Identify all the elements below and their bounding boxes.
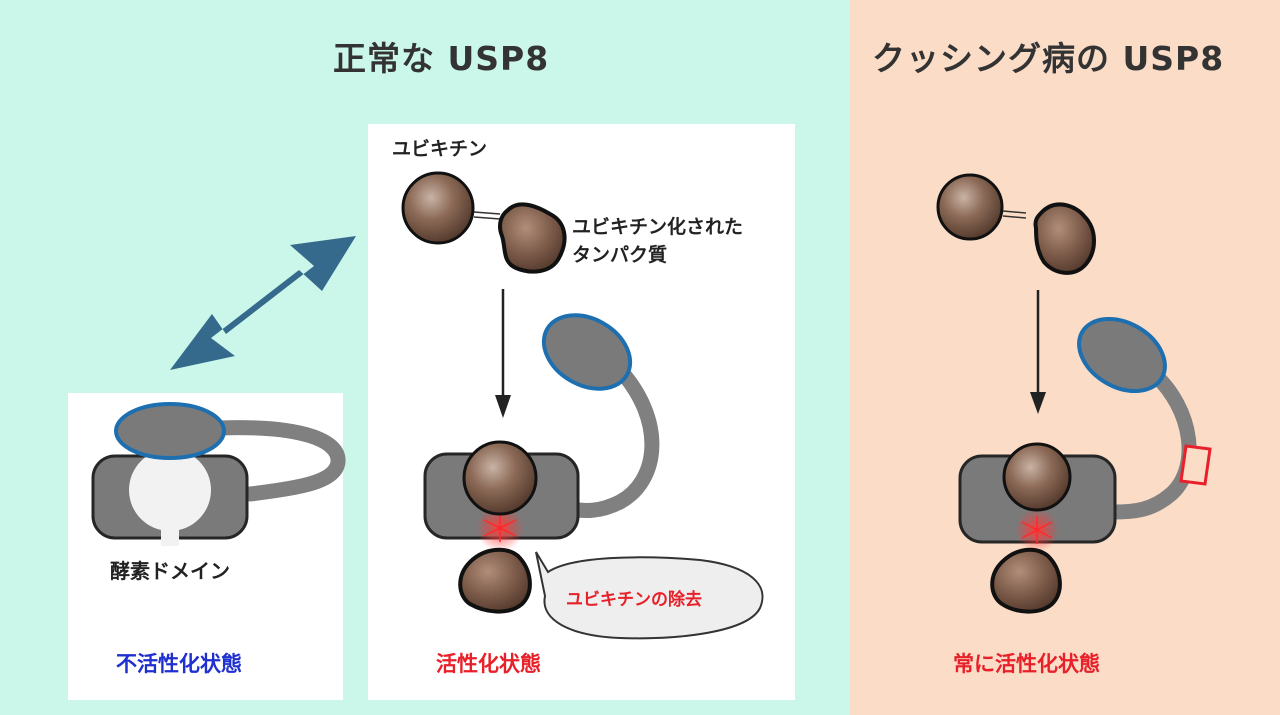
ubiquitinated-protein-top [498,202,567,274]
cushing-usp8-structure [958,316,1212,552]
speech-bubble [535,551,764,640]
ubiquitin-top [401,171,501,245]
released-protein-cushing [990,547,1062,614]
ubiquitin-cushing-top [936,173,1027,241]
cushing-usp8-title: クッシング病の USP8 [872,39,1225,78]
ubiquitinated-protein-cushing [1033,202,1096,275]
normal-usp8-title: 正常な USP8 [333,39,550,78]
reaction-arrow-cushing [1030,290,1046,414]
ubiquitin-removal-label: ユビキチンの除去 [566,590,702,610]
ubiquitin-label: ユビキチン [392,138,488,160]
reaction-arrow-normal [495,289,511,418]
active-usp8-structure [423,313,660,552]
inactive-state-label: 不活性化状態 [116,652,242,676]
inactive-usp8-structure [91,402,346,546]
released-protein [458,547,532,614]
cushing-usp8-panel [850,0,1280,715]
enzyme-domain-label: 酵素ドメイン [110,559,230,583]
ubiquitinated-protein-label-line2: タンパク質 [572,244,668,266]
active-state-label: 活性化状態 [436,652,541,676]
mutation-marker-icon [1179,444,1212,486]
ubiquitinated-protein-label-line1: ユビキチン化された [572,216,744,238]
always-active-state-label: 常に活性化状態 [953,652,1100,676]
double-arrow-icon [170,236,356,370]
